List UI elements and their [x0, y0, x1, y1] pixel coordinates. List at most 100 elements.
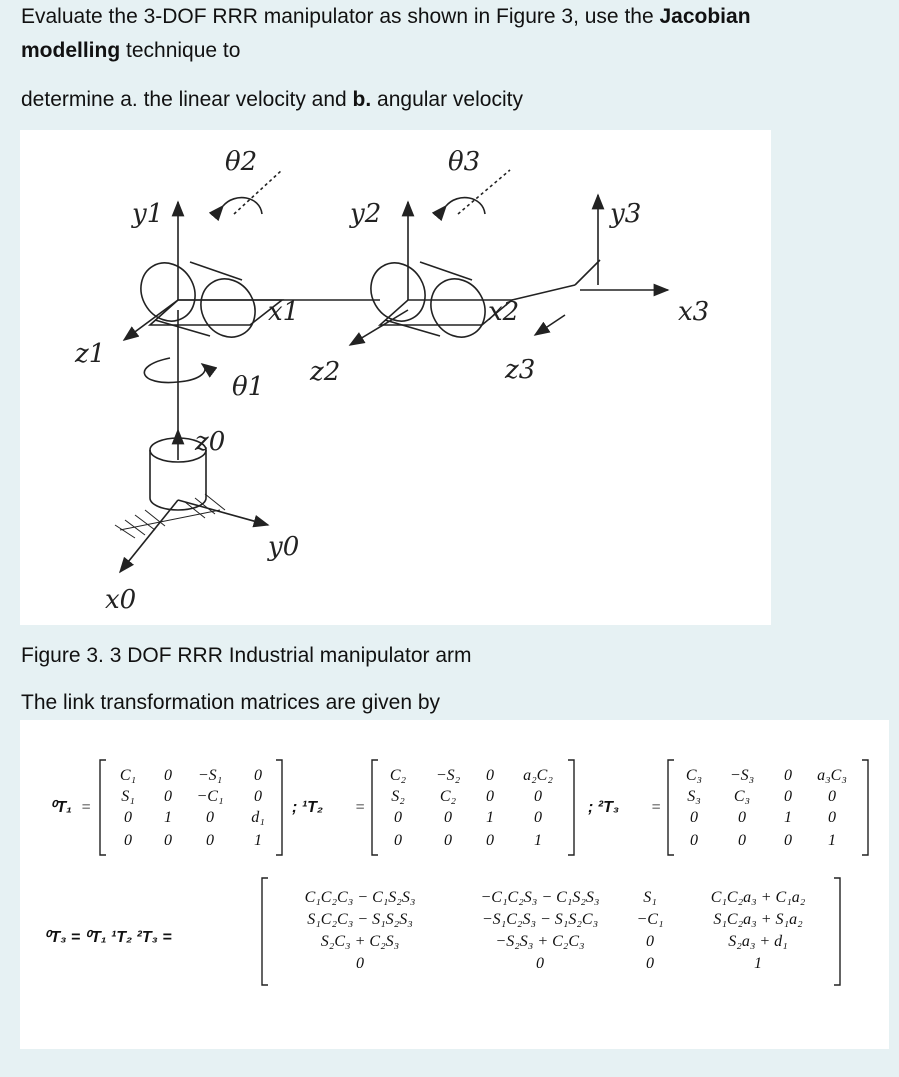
t03-cell: 0 — [536, 955, 544, 972]
t01-cell: S₁ — [121, 788, 135, 805]
t01-cell: 0 — [164, 767, 172, 784]
t01-cell: 0 — [206, 809, 214, 826]
t12-cell: 0 — [394, 809, 402, 826]
question-line-2: modelling technique to — [21, 36, 240, 66]
t03-cell: S₂C₃ + C₂S₃ — [321, 933, 399, 950]
y2-label: y2 — [349, 199, 381, 229]
t23-label: ; ²T₃ — [588, 799, 619, 816]
t01-cell: 1 — [254, 832, 262, 849]
x0-label: x0 — [105, 585, 136, 615]
y3-label: y3 — [609, 199, 641, 229]
base-hatch — [114, 493, 226, 539]
z2-label: z2 — [309, 357, 340, 387]
t12-cell: 0 — [444, 809, 452, 826]
t01-cell: 0 — [164, 832, 172, 849]
t03-label: ⁰T₃ = ⁰T₁ ¹T₂ ²T₃ = — [44, 929, 172, 946]
t23-cell: 0 — [690, 832, 698, 849]
question-text: angular velocity — [371, 88, 523, 111]
t03-cell: S₂a₃ + d₁ — [728, 933, 787, 950]
y0-label: y0 — [267, 532, 299, 562]
t03-cell: 0 — [356, 955, 364, 972]
x1-label: x1 — [268, 297, 299, 327]
t03-cell: −C₁C₂S₃ − C₁S₂S₃ — [481, 889, 600, 906]
matrices-intro: The link transformation matrices are giv… — [21, 691, 441, 714]
robot-figure: θ2 θ3 y1 y2 y3 x1 x2 x3 z1 z2 z3 θ1 z0 y… — [20, 130, 771, 625]
t23-cell: 0 — [784, 832, 792, 849]
t03-cell: 1 — [754, 955, 762, 972]
question-text: technique to — [120, 39, 241, 62]
t23-cell: 1 — [828, 832, 836, 849]
t03-cell: 0 — [646, 955, 654, 972]
t23-cell: C₃ — [734, 788, 750, 805]
t12-cell: C₂ — [440, 788, 457, 805]
t23-cell: C₃ — [686, 767, 702, 784]
equals-sign: = — [651, 799, 662, 816]
matrices-panel: ⁰T₁ = C₁ 0 −S₁ 0 S₁ 0 −C₁ 0 0 1 0 d₁ 0 0… — [20, 720, 889, 1049]
t23-cell: −S₃ — [730, 767, 754, 784]
t01-cell: 0 — [206, 832, 214, 849]
t01-cell: d₁ — [251, 809, 265, 826]
manipulator-diagram: θ2 θ3 y1 y2 y3 x1 x2 x3 z1 z2 z3 θ1 z0 y… — [74, 147, 709, 615]
question-text: determine a. the linear velocity and — [21, 88, 353, 111]
question-bold: modelling — [21, 39, 121, 62]
t12-cell: 0 — [486, 788, 494, 805]
matrices-svg: ⁰T₁ = C₁ 0 −S₁ 0 S₁ 0 −C₁ 0 0 1 0 d₁ 0 0… — [44, 759, 869, 986]
t12-cell: 0 — [486, 767, 494, 784]
theta3-label: θ3 — [448, 147, 480, 177]
t01-cell: 0 — [164, 788, 172, 805]
t23-cell: S₃ — [687, 788, 701, 805]
question-bold: b. — [352, 88, 372, 111]
z0-label: z0 — [194, 427, 225, 457]
x2-label: x2 — [488, 297, 519, 327]
t03-cell: −S₁C₂S₃ − S₁S₂C₃ — [482, 911, 598, 928]
theta2-label: θ2 — [225, 147, 257, 177]
t23-cell: 0 — [828, 809, 836, 826]
t12-cell: 0 — [444, 832, 452, 849]
t03-cell: −C₁ — [636, 911, 663, 928]
t12-cell: 0 — [486, 832, 494, 849]
theta1-label: θ1 — [232, 372, 264, 402]
t12-cell: −S₂ — [436, 767, 461, 784]
t01-label: ⁰T₁ — [50, 799, 72, 816]
t23-cell: 1 — [784, 809, 792, 826]
t23-cell: 0 — [738, 832, 746, 849]
t12-cell: C₂ — [390, 767, 407, 784]
t23-cell: 0 — [690, 809, 698, 826]
question-line-1: Evaluate the 3-DOF RRR manipulator as sh… — [21, 2, 751, 32]
question-line-3: determine a. the linear velocity and b. … — [21, 85, 523, 115]
t12-cell: S₂ — [391, 788, 405, 805]
t23-cell: 0 — [784, 767, 792, 784]
t03-cell: C₁C₂a₃ + C₁a₂ — [711, 889, 806, 906]
t01-cell: −C₁ — [196, 788, 223, 805]
equals-sign: = — [355, 799, 366, 816]
t12-label: ; ¹T₂ — [292, 799, 323, 816]
t23-cell: 0 — [738, 809, 746, 826]
t01-cell: −S₁ — [198, 767, 222, 784]
t01-cell: 0 — [254, 767, 262, 784]
equals-sign: = — [81, 799, 92, 816]
y1-label: y1 — [131, 199, 163, 229]
question-text: Evaluate the 3-DOF RRR manipulator as sh… — [21, 5, 660, 28]
t03-cell: S₁C₂a₃ + S₁a₂ — [713, 911, 803, 928]
t03-cell: C₁C₂C₃ − C₁S₂S₃ — [305, 889, 416, 906]
t12-cell: 0 — [534, 809, 542, 826]
x3-label: x3 — [678, 297, 709, 327]
t01-cell: 0 — [124, 809, 132, 826]
question-bold: Jacobian — [659, 5, 751, 28]
t01-cell: C₁ — [120, 767, 136, 784]
t03-cell: S₁C₂C₃ − S₁S₂S₃ — [307, 911, 413, 928]
t01-cell: 1 — [164, 809, 172, 826]
t12-cell: 1 — [486, 809, 494, 826]
figure-caption: Figure 3. 3 DOF RRR Industrial manipulat… — [21, 644, 472, 667]
t12-cell: 1 — [534, 832, 542, 849]
t01-cell: 0 — [254, 788, 262, 805]
t01-cell: 0 — [124, 832, 132, 849]
z3-label: z3 — [504, 355, 535, 385]
t23-cell: 0 — [828, 788, 836, 805]
t12-cell: a₂C₂ — [523, 767, 553, 784]
t23-cell: 0 — [784, 788, 792, 805]
t03-cell: −S₂S₃ + C₂C₃ — [495, 933, 584, 950]
t12-cell: 0 — [534, 788, 542, 805]
t12-cell: 0 — [394, 832, 402, 849]
z1-label: z1 — [74, 339, 105, 369]
